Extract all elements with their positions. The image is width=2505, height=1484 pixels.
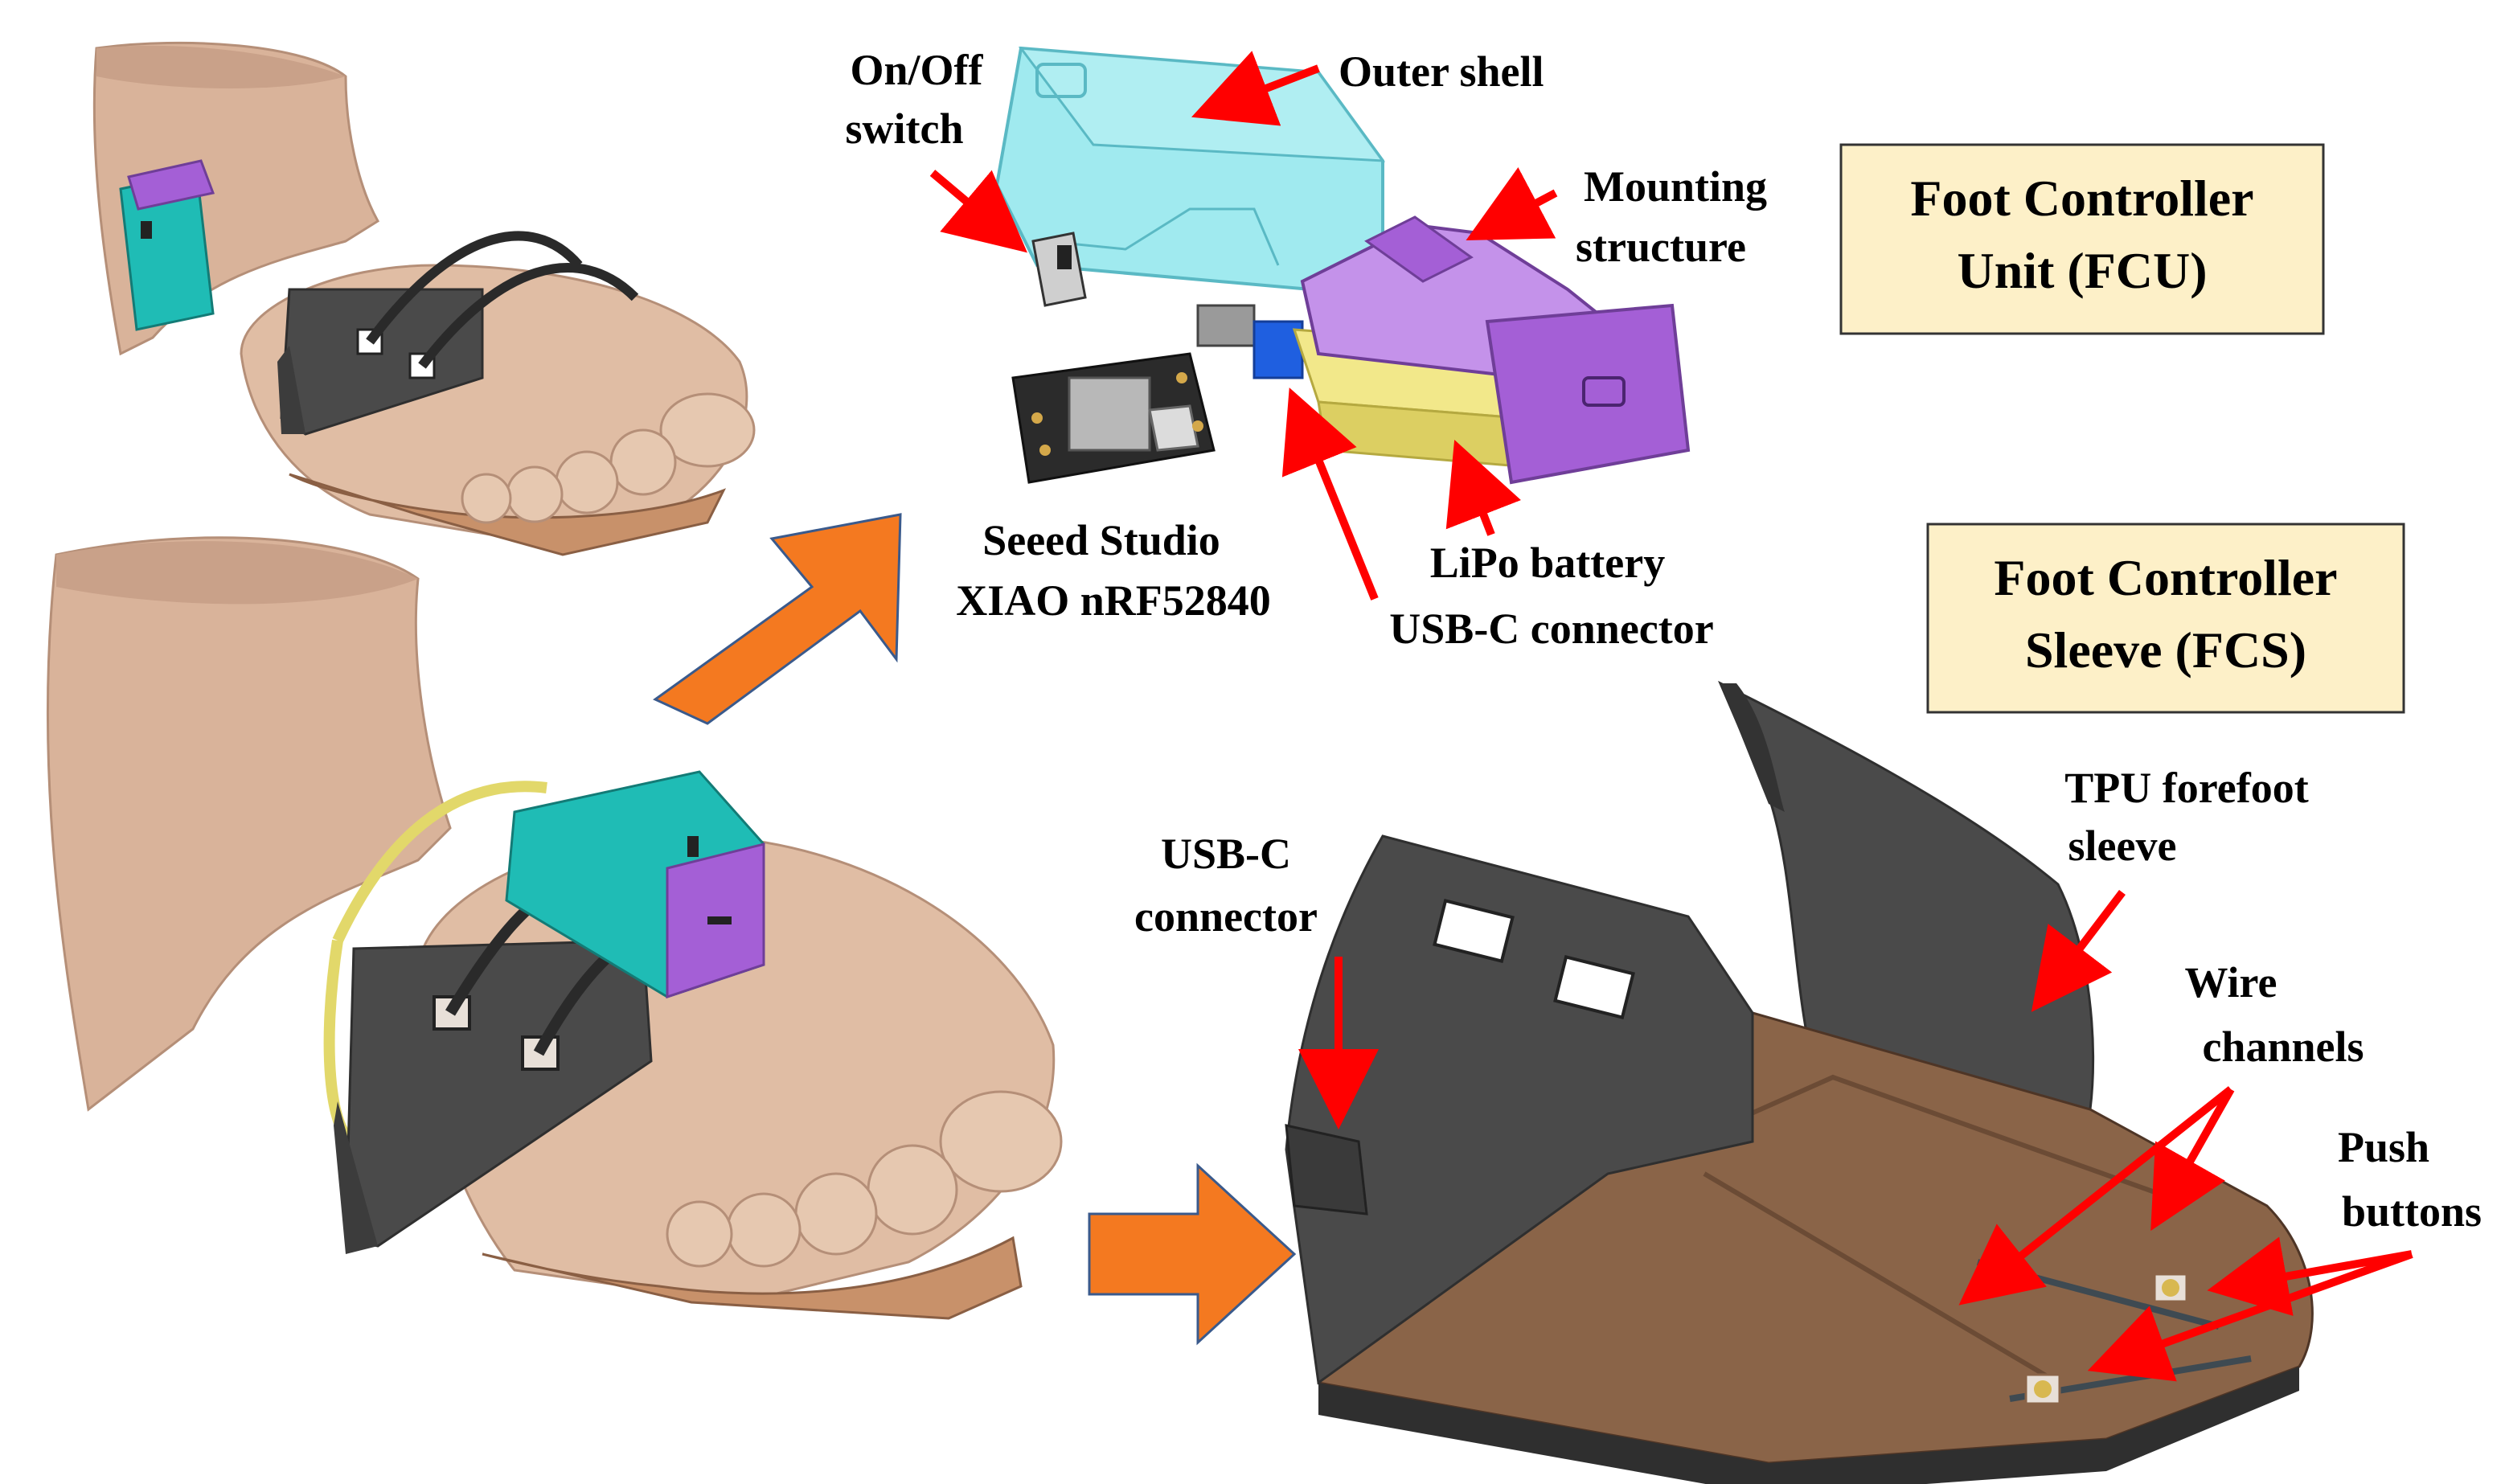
orange-diagonal-arrow-icon (653, 513, 902, 725)
label-lipo-battery: LiPo battery (1430, 539, 1665, 587)
arrow-usbc-top (1281, 387, 1379, 601)
arrow-tpu-sleeve (2031, 889, 2126, 1012)
label-on-off-line1: On/Off (850, 46, 983, 94)
orange-right-arrow-icon (1088, 1162, 1297, 1346)
label-mounting-line1: Mounting (1584, 162, 1767, 211)
large-foot-illustration (46, 536, 1063, 1320)
label-usbc-side-line1: USB-C (1161, 830, 1291, 878)
fcu-title-line2: Unit (FCU) (1957, 242, 2207, 299)
fcs-title-line1: Foot Controller (1994, 549, 2337, 606)
fcs-sleeve-illustration (1285, 680, 2314, 1484)
arrow-lipo-battery (1445, 440, 1521, 536)
arrow-wire-channel-1 (1958, 1086, 2234, 1306)
label-wire-line1: Wire (2185, 958, 2277, 1006)
label-tpu-line1: TPU forefoot (2064, 764, 2308, 812)
arrow-mounting-structure (1466, 167, 1558, 241)
label-outer-shell: Outer shell (1339, 47, 1544, 96)
label-push-line2: buttons (2342, 1187, 2482, 1236)
arrow-outer-shell (1191, 51, 1320, 126)
label-usbc-side-line2: connector (1134, 892, 1318, 941)
label-wire-line2: channels (2202, 1023, 2364, 1071)
label-on-off-line2: switch (846, 105, 964, 153)
fcs-title-line2: Sleeve (FCS) (2025, 621, 2306, 678)
label-tpu-line2: sleeve (2068, 822, 2177, 870)
label-seeed-line1: Seeed Studio (982, 516, 1220, 564)
label-push-line1: Push (2338, 1123, 2429, 1171)
small-foot-illustration (92, 41, 756, 556)
label-usbc-top: USB-C connector (1389, 605, 1713, 653)
label-seeed-line2: XIAO nRF52840 (956, 576, 1271, 625)
arrow-push-button-1 (2207, 1236, 2413, 1316)
arrow-push-button-2 (2087, 1250, 2413, 1382)
label-mounting-line2: structure (1576, 223, 1746, 271)
fcu-title-line1: Foot Controller (1910, 170, 2253, 227)
fcs-label-box: Foot Controller Sleeve (FCS) (1926, 523, 2405, 714)
arrow-on-off-switch (929, 170, 1027, 253)
arrow-wire-channel-2 (2150, 1087, 2235, 1232)
annotation-arrows (929, 51, 2413, 1382)
fcu-label-box: Foot Controller Unit (FCU) (1839, 143, 2325, 335)
